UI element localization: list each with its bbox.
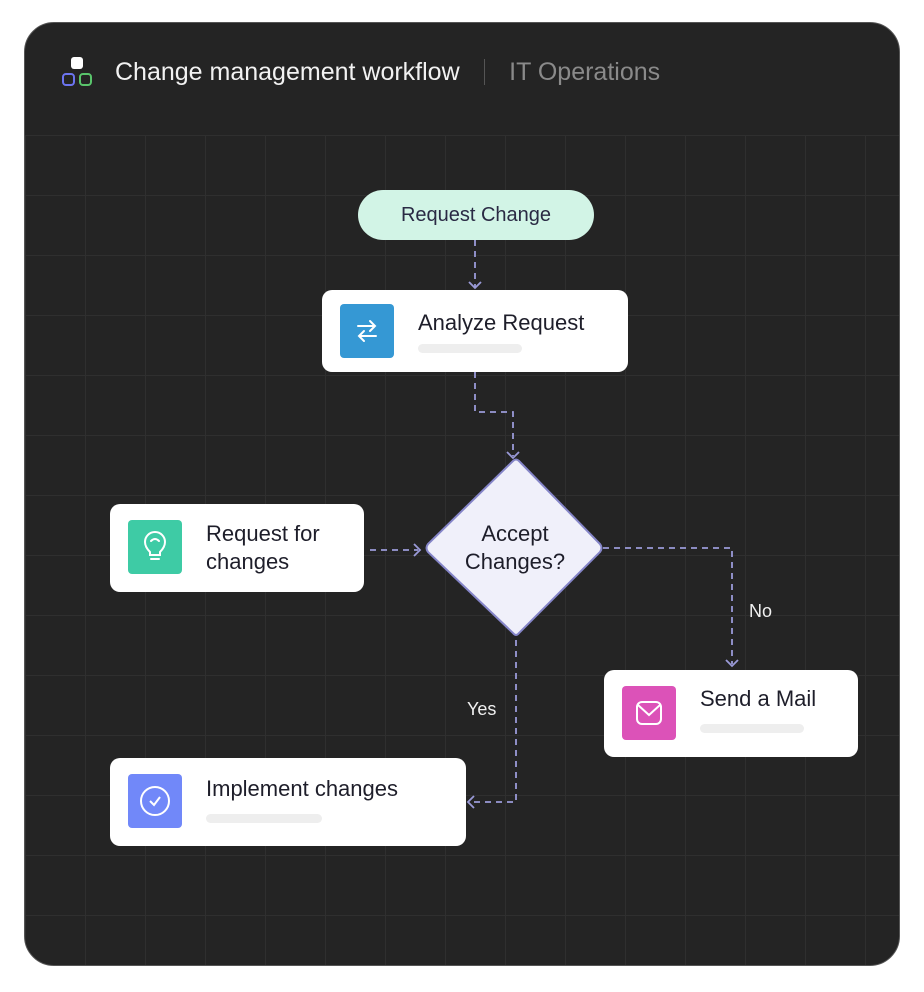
workflow-category: IT Operations (509, 57, 661, 86)
arrowhead (413, 543, 422, 557)
analyze-request-node[interactable]: Analyze Request (322, 290, 628, 372)
arrowhead (466, 795, 475, 809)
arrowhead (468, 281, 482, 290)
decision-diamond (425, 458, 603, 636)
apps-icon (62, 57, 92, 86)
header: Change management workflow IT Operations (61, 57, 660, 87)
decision-line2: Changes? (464, 549, 566, 574)
implement-changes-node[interactable]: Implement changes (110, 758, 466, 846)
decision-line1: Accept (481, 521, 549, 546)
request-for-changes-label: Request for changes (206, 520, 320, 576)
decision-label[interactable]: Accept Changes? (440, 520, 590, 576)
header-divider (483, 59, 486, 85)
arrowhead (725, 659, 739, 668)
placeholder-bar (700, 724, 804, 733)
send-mail-label: Send a Mail (700, 686, 817, 711)
placeholder-bar (206, 814, 322, 823)
implement-changes-label: Implement changes (206, 776, 398, 801)
mail-icon (622, 686, 676, 740)
edge-label-no: No (749, 601, 773, 621)
analyze-request-label: Analyze Request (418, 310, 585, 335)
check-circle-icon (128, 774, 182, 828)
placeholder-bar (418, 344, 522, 353)
arrowhead (506, 451, 520, 460)
label-line2: changes (206, 549, 290, 574)
edge-analyze-decision (474, 372, 514, 456)
send-mail-node[interactable]: Send a Mail (604, 670, 858, 757)
lightbulb-icon (128, 520, 182, 574)
start-node[interactable]: Request Change (358, 190, 594, 240)
request-for-changes-node[interactable]: Request for changes (110, 504, 364, 592)
edge-decision-mail (603, 547, 733, 664)
swap-arrows-icon (340, 304, 394, 358)
edge-label-yes: Yes (467, 699, 497, 719)
label-line1: Request for (206, 521, 320, 546)
start-node-label: Request Change (400, 203, 552, 226)
edge-decision-implement (470, 640, 517, 803)
workflow-title: Change management workflow (115, 57, 460, 86)
